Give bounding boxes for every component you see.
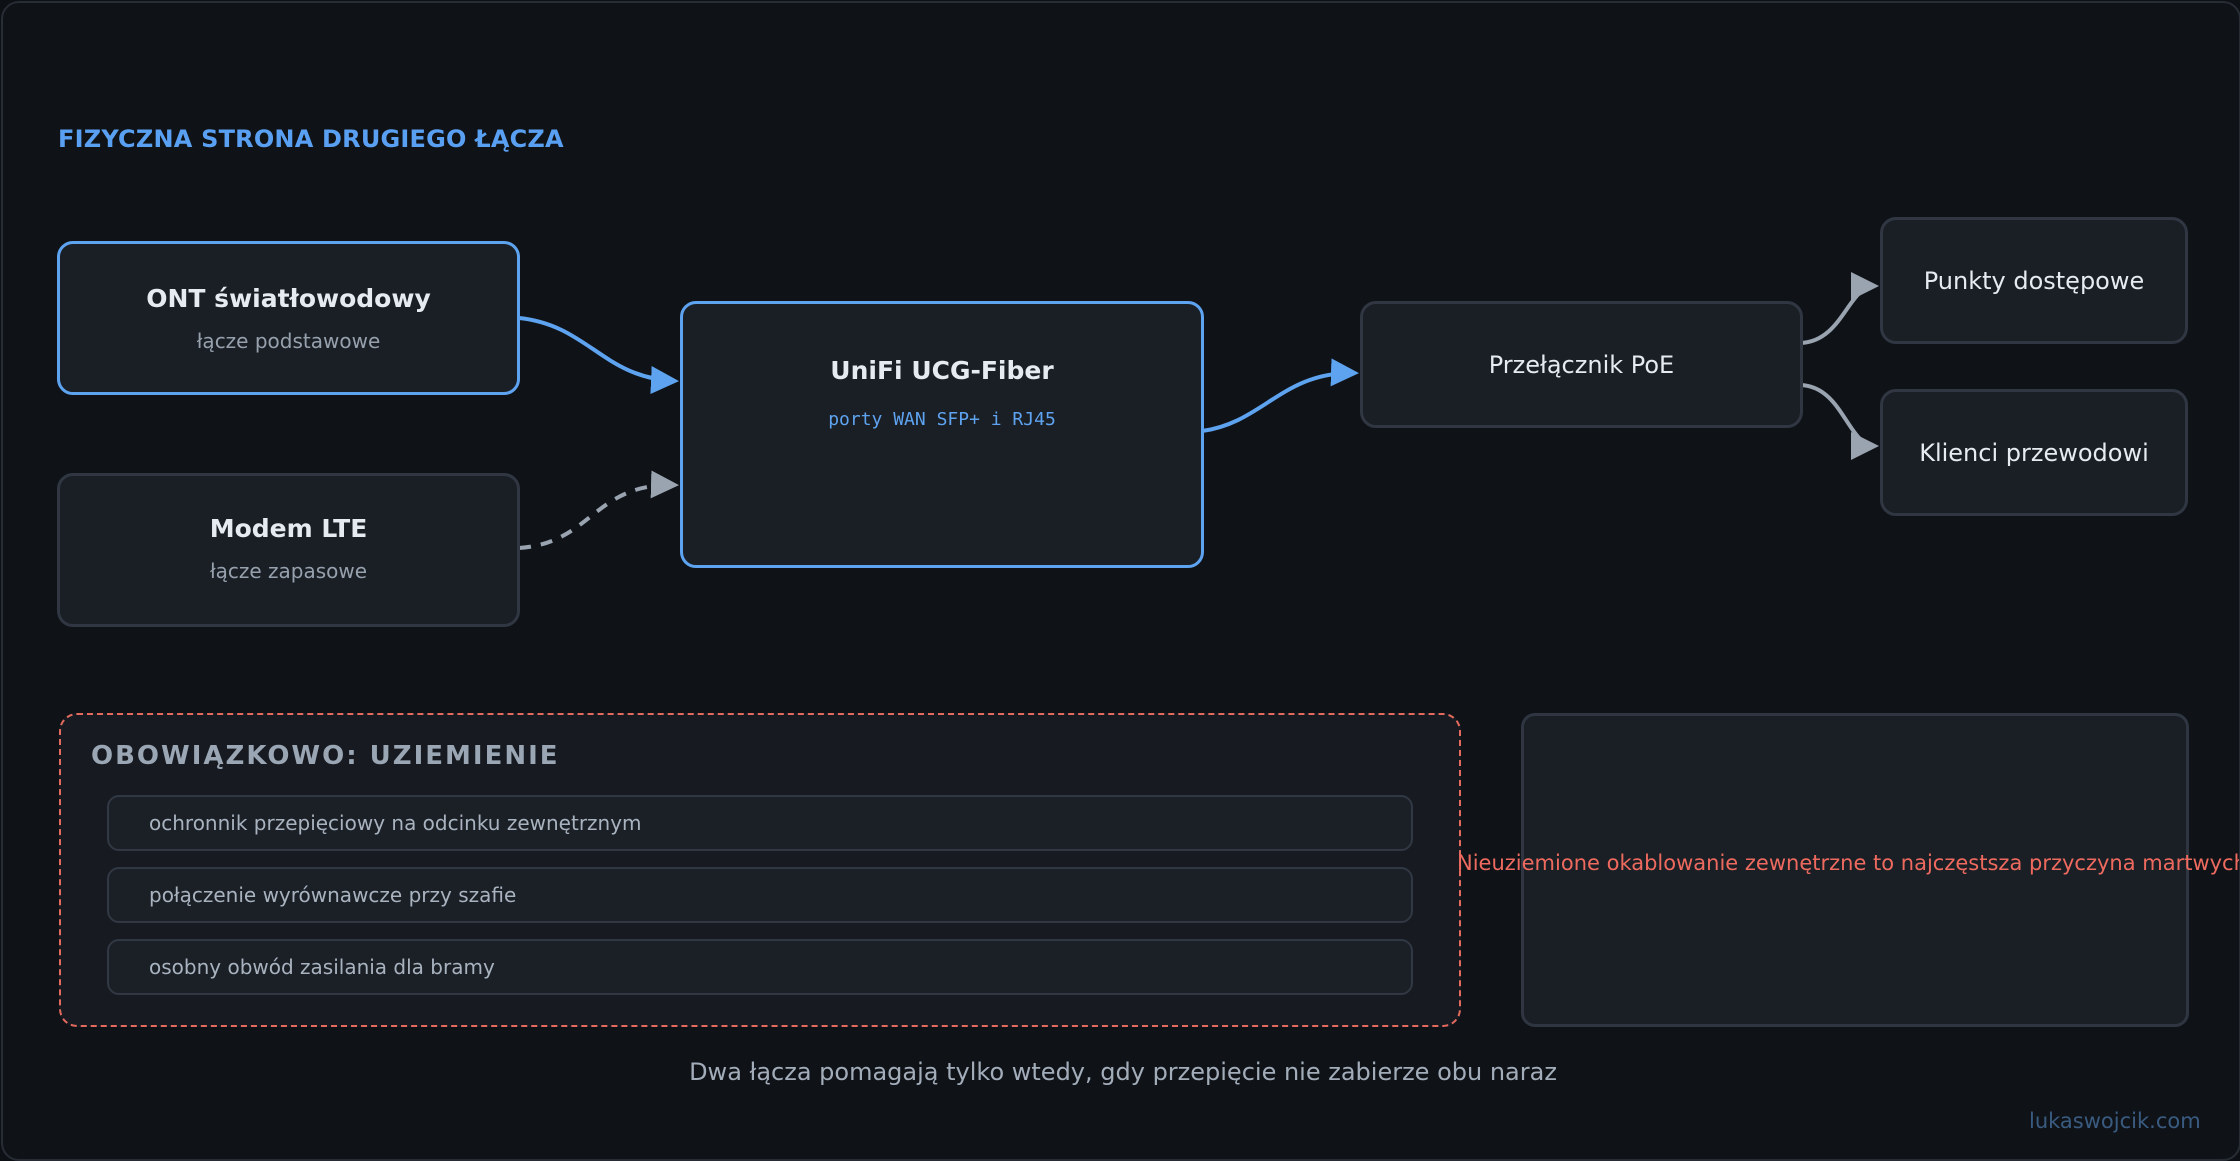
warning-text: Nieuziemione okablowanie zewnętrzne to n… bbox=[1457, 851, 2240, 875]
grounding-item: osobny obwód zasilania dla bramy bbox=[107, 939, 1413, 995]
node-lte: Modem LTE łącze zapasowe bbox=[57, 473, 520, 627]
node-ont-name: ONT światłowodowy bbox=[146, 284, 431, 313]
node-switch-name: Przełącznik PoE bbox=[1488, 350, 1675, 379]
warning-panel bbox=[1521, 713, 2189, 1027]
footer-note: Dwa łącza pomagają tylko wtedy, gdy prze… bbox=[689, 1058, 1557, 1086]
node-lte-sub: łącze zapasowe bbox=[209, 559, 368, 583]
edge-ont-gateway bbox=[518, 316, 679, 394]
node-lte-name: Modem LTE bbox=[209, 514, 368, 543]
edge-switch-ap bbox=[1800, 272, 1879, 345]
connector-layer bbox=[518, 272, 1879, 550]
edge-switch-wired bbox=[1800, 383, 1879, 460]
node-ont-sub: łącze podstawowe bbox=[196, 329, 381, 353]
node-gateway: UniFi UCG-Fiber porty WAN SFP+ i RJ45 bbox=[680, 301, 1204, 568]
node-gateway-sub: porty WAN SFP+ i RJ45 bbox=[828, 409, 1056, 430]
watermark: lukaswojcik.com bbox=[2029, 1109, 2201, 1133]
node-access-points-name: Punkty dostępowe bbox=[1923, 266, 2145, 295]
edge-gateway-switch bbox=[1201, 358, 1359, 433]
grounding-title: OBOWIĄZKOWO: UZIEMIENIE bbox=[91, 741, 560, 771]
node-switch: Przełącznik PoE bbox=[1360, 301, 1803, 428]
edge-lte-gateway bbox=[518, 470, 679, 550]
section-title: FIZYCZNA STRONA DRUGIEGO ŁĄCZA bbox=[58, 125, 564, 153]
node-wired-clients: Klienci przewodowi bbox=[1880, 389, 2188, 516]
node-gateway-name: UniFi UCG-Fiber bbox=[830, 356, 1054, 385]
grounding-panel: OBOWIĄZKOWO: UZIEMIENIE ochronnik przepi… bbox=[59, 713, 1461, 1027]
node-ont: ONT światłowodowy łącze podstawowe bbox=[57, 241, 520, 395]
grounding-item: ochronnik przepięciowy na odcinku zewnęt… bbox=[107, 795, 1413, 851]
grounding-item: połączenie wyrównawcze przy szafie bbox=[107, 867, 1413, 923]
node-access-points: Punkty dostępowe bbox=[1880, 217, 2188, 344]
node-wired-clients-name: Klienci przewodowi bbox=[1919, 438, 2149, 467]
